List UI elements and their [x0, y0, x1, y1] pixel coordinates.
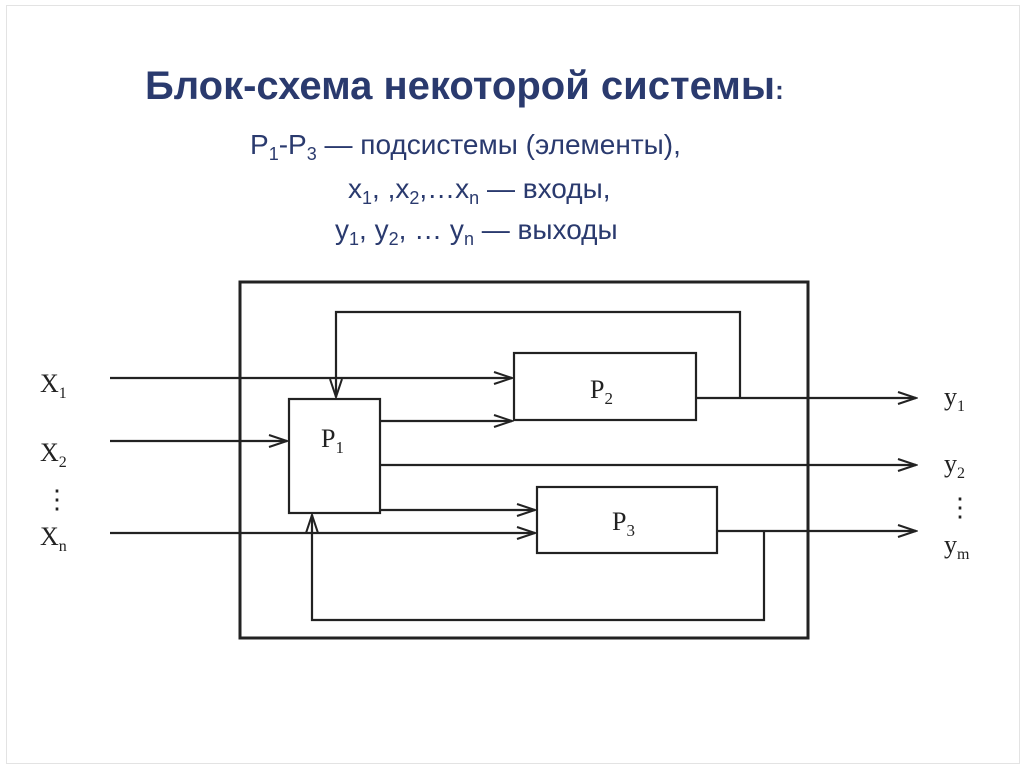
legend-inputs-text: — входы,	[479, 173, 611, 204]
legend-yn-sub: n	[463, 229, 474, 249]
output-label-y1: y1	[944, 382, 965, 415]
legend-p3-sub: 3	[306, 144, 317, 164]
legend-subsystems-text: — подсистемы (элементы),	[316, 129, 681, 160]
block-p1	[287, 397, 382, 515]
legend-x2-sub: 2	[409, 188, 420, 208]
slide-title: Блок-схема некоторой системы:	[145, 62, 1005, 114]
legend-outputs-text: — выходы	[473, 214, 618, 245]
feedback-p2-to-p1	[336, 310, 742, 398]
input-label-x1: X1	[40, 369, 67, 402]
legend-p-letter-2: P	[288, 129, 307, 160]
legend-inputs: x1, ,x2,…xn — входы,	[348, 172, 1024, 208]
legend-p-letter: P	[250, 129, 269, 160]
title-colon: :	[775, 75, 784, 105]
block-p3-label: P3	[612, 507, 635, 540]
output-label-ym: ym	[944, 530, 970, 563]
legend-subsystems: P1-P3 — подсистемы (элементы),	[250, 128, 970, 164]
legend-dash: -	[278, 129, 289, 160]
legend-x1-sub: 1	[362, 188, 373, 208]
block-p1-label: P1	[321, 424, 344, 457]
legend-p1-sub: 1	[268, 144, 279, 164]
input-label-xn: Xn	[40, 522, 67, 555]
input-label-x2: X2	[40, 438, 67, 471]
output-dots: ⋮	[947, 493, 973, 522]
legend-x-part: , ,x	[372, 173, 410, 204]
input-dots: ⋮	[44, 485, 70, 514]
block-p2	[512, 351, 698, 422]
legend-y1-sub: 1	[349, 229, 360, 249]
legend-y-letter: y	[335, 214, 349, 245]
output-label-y2: y2	[944, 449, 965, 482]
legend-outputs: y1, y2, … yn — выходы	[335, 213, 1024, 249]
legend-x-letter: x	[348, 173, 362, 204]
feedback-p3-to-p1	[312, 515, 766, 622]
system-boundary	[238, 280, 810, 640]
block-p2-label: P2	[590, 375, 613, 408]
block-p3	[535, 485, 719, 555]
title-text: Блок-схема некоторой системы	[145, 64, 776, 108]
legend-xn-sub: n	[469, 188, 480, 208]
legend-y-part: , y	[359, 214, 389, 245]
legend-x-part-2: ,…x	[419, 173, 470, 204]
legend-y2-sub: 2	[388, 229, 399, 249]
legend-y-part-2: , … y	[398, 214, 464, 245]
